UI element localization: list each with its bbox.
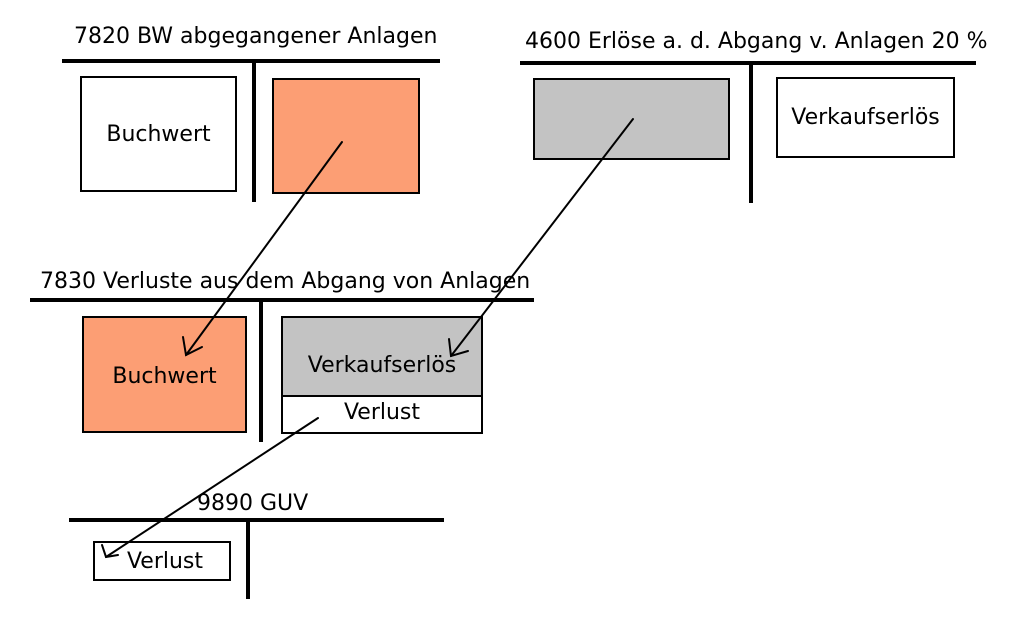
account-7830-credit-box-2: Verlust <box>281 395 483 434</box>
arrow-7830-to-9890 <box>101 417 319 559</box>
account-4600-credit-box: Verkaufserlös <box>776 77 955 158</box>
account-7830-debit-label: Buchwert <box>112 364 217 389</box>
account-9890-debit-box: Verlust <box>93 541 231 581</box>
account-7820-title: 7820 BW abgegangener Anlagen <box>74 24 438 49</box>
account-7820-debit-box: Buchwert <box>80 76 237 192</box>
account-9890-title: 9890 GUV <box>197 491 309 516</box>
account-9890-header-line <box>69 518 444 522</box>
account-4600-header-line <box>520 61 976 65</box>
account-7830-credit-label-1: Verkaufserlös <box>307 353 457 378</box>
account-7830-divider <box>259 300 263 442</box>
account-9890-debit-label: Verlust <box>126 548 204 574</box>
account-7830-header-line <box>30 298 534 302</box>
account-7830-credit-box-1: Verkaufserlös <box>281 316 483 397</box>
account-7830-debit-box: Buchwert <box>82 316 247 433</box>
account-4600-debit-box <box>533 78 730 160</box>
account-4600-divider <box>749 64 753 203</box>
account-4600-credit-label: Verkaufserlös <box>791 105 940 130</box>
account-7830-title: 7830 Verluste aus dem Abgang von Anlagen <box>40 269 531 294</box>
account-7820-credit-box <box>272 78 420 194</box>
account-4600-title: 4600 Erlöse a. d. Abgang v. Anlagen 20 % <box>525 29 988 54</box>
account-7820-divider <box>252 62 256 202</box>
account-7830-credit-label-2: Verlust <box>343 400 421 425</box>
account-7820-debit-label: Buchwert <box>106 121 211 147</box>
account-7820-header-line <box>62 59 440 63</box>
account-9890-divider <box>246 521 250 599</box>
